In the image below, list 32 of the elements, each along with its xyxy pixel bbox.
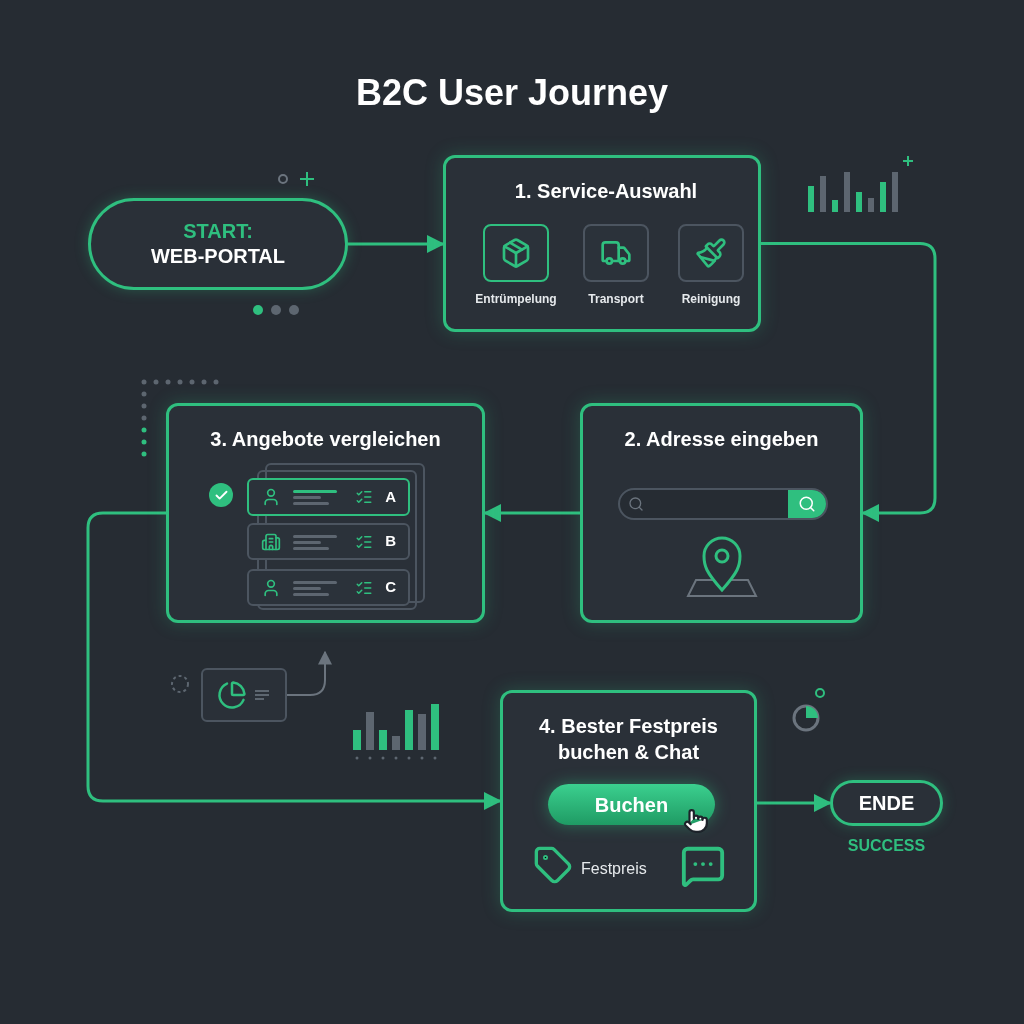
offer-letter: A [385,486,396,507]
arrow [483,504,580,522]
offer-row [247,569,410,606]
book-button: Buchen [548,784,715,825]
pill-label: ENDE [858,790,915,816]
start-pill [88,198,348,290]
start-label: START: [183,219,253,244]
pill-label: WEB-PORTAL [150,244,286,269]
service-label: Transport [588,291,644,308]
arrow [757,794,832,812]
step-title: 2. Adresse eingeben [624,427,819,452]
arrow [86,511,502,810]
price-label: Festpreis [581,859,647,879]
offer-letter: C [385,577,396,598]
step-card [500,690,757,912]
offer-row [247,523,410,560]
status-label: SUCCESS [846,836,927,856]
offer-row [247,478,410,516]
end-pill [830,780,943,826]
arrow [348,235,445,253]
arrow [761,242,937,522]
service-label: Entrümpelung [475,291,557,308]
step-title: 4. Bester Festpreis buchen & Chat [538,714,719,765]
service-label: Reinigung [681,291,741,308]
step-title: 3. Angebote vergleichen [210,427,441,452]
step-title: 1. Service-Auswahl [513,179,698,204]
arrow [286,650,332,696]
offer-letter: B [385,531,396,552]
diagram-title: B2C User Journey [354,71,670,115]
step-card [166,403,485,623]
step-card [443,155,761,332]
chart-card [201,668,287,722]
